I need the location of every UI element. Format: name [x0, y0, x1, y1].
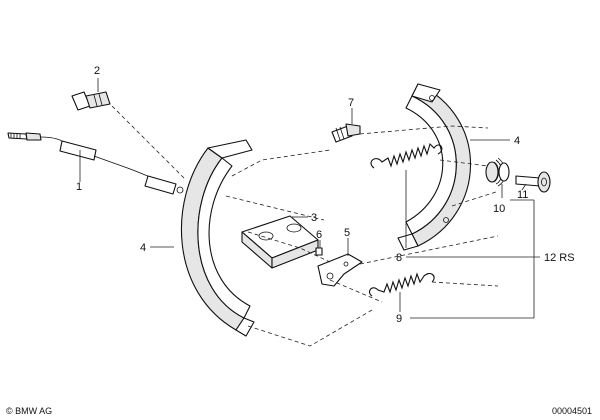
expander-block [241, 215, 319, 269]
hold-down-pin [515, 171, 551, 193]
hold-down-spring [485, 157, 510, 187]
diagram-number: 00004501 [552, 406, 592, 416]
assembly-guide-lines [111, 105, 499, 347]
callout-2: 2 [94, 65, 100, 77]
callout-8: 8 [396, 252, 402, 264]
copyright-text: © BMW AG [6, 406, 52, 416]
callout-5: 5 [344, 227, 350, 239]
pin-icon [315, 247, 323, 256]
callout-labels: 1 2 3 4 5 6 7 4 8 9 10 11 12 RS [76, 65, 575, 325]
callout-4-left: 4 [140, 242, 146, 254]
brake-shoe-left [180, 139, 255, 337]
callout-7: 7 [348, 97, 354, 109]
callout-leaders [79, 78, 540, 319]
callout-12: 12 RS [544, 252, 575, 264]
callout-11: 11 [517, 189, 528, 201]
callout-10: 10 [493, 203, 505, 215]
lower-return-spring [369, 272, 435, 297]
callout-6: 6 [316, 229, 322, 241]
callout-4-right: 4 [514, 135, 520, 147]
bolt-icon [71, 91, 111, 111]
upper-return-spring [370, 142, 443, 169]
brake-shoe-right [397, 83, 472, 251]
adjuster-screw [331, 123, 361, 143]
callout-1: 1 [76, 181, 82, 193]
adjuster-lever [317, 253, 363, 287]
callout-3: 3 [311, 212, 317, 224]
parking-brake-cable [7, 132, 184, 195]
callout-9: 9 [396, 313, 402, 325]
